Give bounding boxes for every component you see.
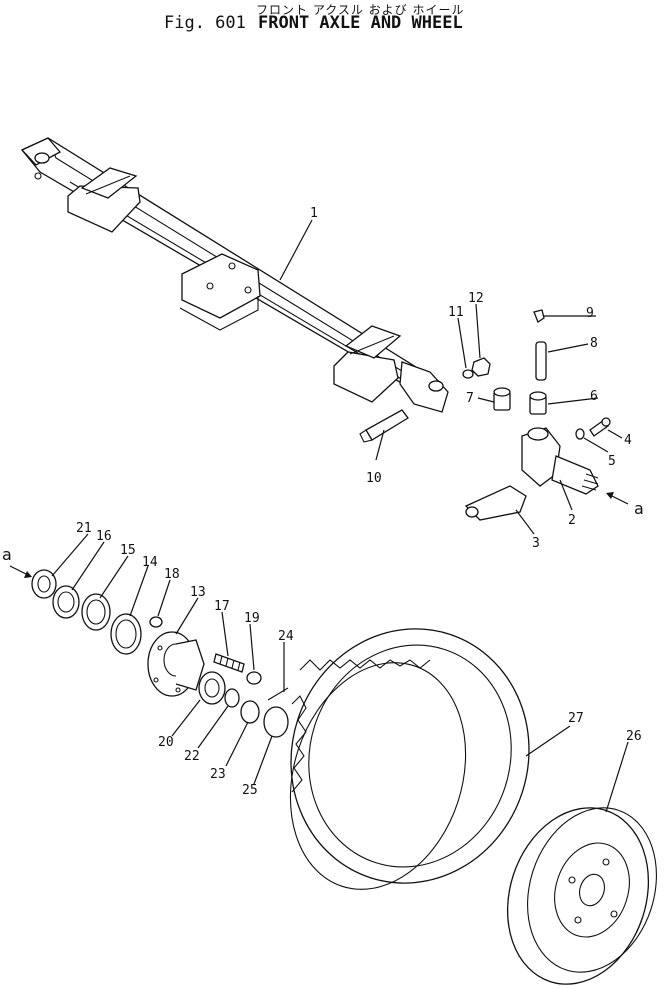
lock-washer-11 bbox=[462, 369, 474, 379]
callout-26: 26 bbox=[626, 729, 642, 744]
callout-12: 12 bbox=[468, 291, 484, 306]
section-mark-a-left: a bbox=[2, 545, 12, 564]
callout-10: 10 bbox=[366, 471, 382, 486]
callout-17: 17 bbox=[214, 599, 230, 614]
callout-14: 14 bbox=[142, 555, 158, 570]
rim-26 bbox=[506, 807, 657, 985]
callout-6: 6 bbox=[590, 389, 598, 404]
bearing-20 bbox=[198, 671, 226, 705]
figure-title: FRONT AXLE AND WHEEL bbox=[258, 13, 463, 33]
callout-4: 4 bbox=[624, 433, 632, 448]
callout-16: 16 bbox=[96, 529, 112, 544]
knuckle-arm-3 bbox=[464, 485, 527, 521]
callout-labels: 1 2 3 4 5 6 7 8 9 10 11 12 13 14 15 16 1… bbox=[2, 206, 644, 798]
tire-27 bbox=[289, 628, 530, 890]
washer-5 bbox=[575, 428, 585, 440]
nut-18 bbox=[149, 616, 163, 628]
figure-number: Fig. 601 bbox=[164, 13, 246, 33]
washer-22 bbox=[224, 688, 240, 708]
castle-nut-23 bbox=[240, 700, 260, 724]
callout-21: 21 bbox=[76, 521, 92, 536]
bearing-cup-14 bbox=[110, 613, 142, 655]
callout-8: 8 bbox=[590, 336, 598, 351]
callout-19: 19 bbox=[244, 611, 260, 626]
callout-7: 7 bbox=[466, 391, 474, 406]
nut-19 bbox=[246, 671, 262, 685]
callout-2: 2 bbox=[568, 513, 576, 528]
callout-23: 23 bbox=[210, 767, 226, 782]
hub-13 bbox=[147, 631, 205, 697]
callout-1: 1 bbox=[310, 206, 318, 221]
callout-11: 11 bbox=[448, 305, 464, 320]
callout-15: 15 bbox=[120, 543, 136, 558]
seal-21 bbox=[31, 569, 57, 599]
callout-3: 3 bbox=[532, 536, 540, 551]
callout-20: 20 bbox=[158, 735, 174, 750]
callout-9: 9 bbox=[586, 306, 594, 321]
bushing-7 bbox=[493, 387, 511, 411]
king-pin-10 bbox=[359, 409, 409, 443]
bolt-4 bbox=[589, 417, 611, 437]
callout-13: 13 bbox=[190, 585, 206, 600]
seal-16 bbox=[52, 585, 80, 619]
grease-fitting-9 bbox=[533, 309, 545, 323]
callout-25: 25 bbox=[242, 783, 258, 798]
nut-12 bbox=[471, 357, 491, 377]
pin-8 bbox=[535, 341, 547, 381]
bushing-6 bbox=[529, 391, 547, 415]
callout-5: 5 bbox=[608, 454, 616, 469]
callout-22: 22 bbox=[184, 749, 200, 764]
stud-bolt-17 bbox=[213, 653, 245, 673]
bearing-cone-15 bbox=[81, 593, 111, 631]
title-japanese: フロント アクスル および ホイール bbox=[256, 3, 465, 17]
leader-lines bbox=[9, 219, 629, 813]
axle-beam bbox=[20, 137, 449, 413]
callout-24: 24 bbox=[278, 629, 294, 644]
callout-18: 18 bbox=[164, 567, 180, 582]
cotter-pin-24 bbox=[267, 687, 289, 701]
section-mark-a-right: a bbox=[634, 499, 644, 518]
hub-cap-25 bbox=[263, 706, 289, 738]
callout-27: 27 bbox=[568, 711, 584, 726]
steering-knuckle-2 bbox=[521, 427, 599, 495]
